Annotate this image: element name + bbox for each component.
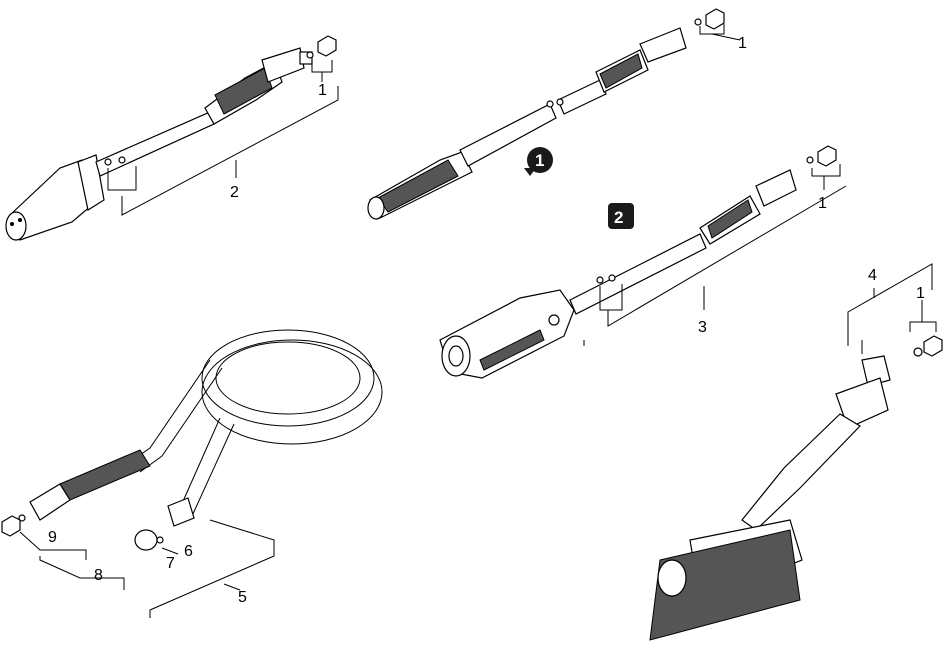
step-badge-2-label: 2: [614, 208, 623, 227]
lance-with-cone-nozzle: [5, 35, 337, 241]
high-pressure-hose: [1, 329, 383, 551]
leader-lines-group-5: [19, 519, 275, 618]
callout-1c: 1: [818, 195, 827, 212]
leader-lines-group-2: [107, 60, 339, 216]
step-badge-1-label: 1: [535, 151, 544, 170]
step-badge-1: 1: [524, 147, 553, 176]
callout-8: 8: [94, 567, 103, 584]
leader-lines-group-1: [699, 24, 741, 41]
step-badge-2: 2: [608, 203, 634, 229]
callout-3: 3: [698, 319, 707, 336]
callout-2: 2: [230, 184, 239, 201]
callout-1b: 1: [738, 35, 747, 52]
callout-4: 4: [868, 267, 877, 284]
callout-7: 7: [166, 555, 175, 572]
lance-with-power-nozzle: [439, 145, 837, 379]
callout-1a: 1: [318, 82, 327, 99]
leader-lines-group-3: [583, 164, 847, 346]
callout-9: 9: [48, 529, 57, 546]
extension-lance-two-piece: [367, 8, 725, 220]
wash-brush: [649, 335, 943, 641]
callout-5: 5: [238, 589, 247, 606]
callout-1d: 1: [916, 285, 925, 302]
callout-6: 6: [184, 543, 193, 560]
leader-lines-group-4: [847, 263, 937, 354]
